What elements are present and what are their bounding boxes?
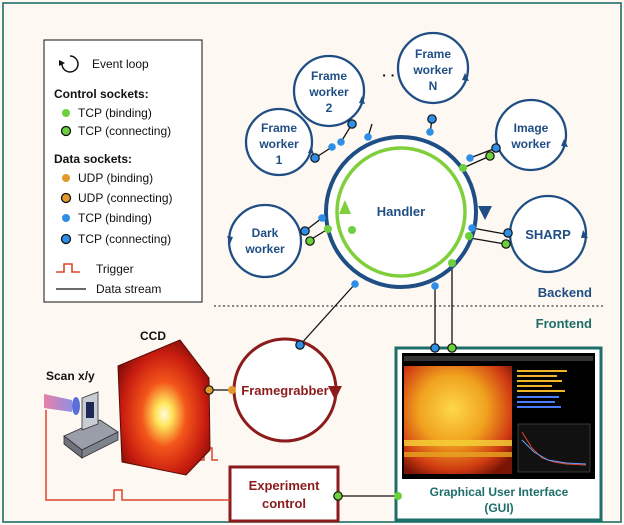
socket-dot (394, 492, 402, 500)
socket-dot (310, 153, 320, 163)
dark-worker-node: Dark worker (227, 203, 303, 279)
legend-udp-binding-dot (62, 174, 70, 182)
socket-dot (305, 236, 315, 246)
socket-dot (465, 232, 473, 240)
socket-dot (347, 119, 357, 129)
backend-label: Backend (538, 285, 592, 300)
legend-box (43, 39, 203, 303)
socket-dot (431, 282, 439, 290)
frame-worker-1-label-a: Frame (261, 121, 297, 135)
gui-label-a: Graphical User Interface (430, 485, 569, 499)
frame-worker-2-label-a: Frame (311, 69, 347, 83)
legend-event-loop-label: Event loop (92, 57, 149, 71)
trigger-icon (56, 263, 80, 273)
legend-control-binding-dot (62, 109, 70, 117)
handler-label: Handler (377, 204, 425, 219)
socket-dot (337, 138, 345, 146)
lens-icon (72, 397, 80, 415)
framegrabber-label: Framegrabber (241, 383, 328, 398)
socket-dot (324, 225, 332, 233)
legend-data-stream-label: Data stream (96, 282, 161, 296)
socket-dot (351, 280, 359, 288)
event-loop-icon (59, 55, 79, 73)
legend-trigger-label: Trigger (96, 262, 134, 276)
socket-dot (364, 133, 372, 141)
handler-blue-arrow-icon (478, 206, 492, 220)
socket-dot (447, 343, 457, 353)
dark-worker-label-a: Dark (252, 226, 279, 240)
socket-dot (491, 143, 501, 153)
gui-label-b: (GUI) (484, 501, 513, 515)
socket-dot (300, 226, 310, 236)
ccd-detector: CCD (117, 329, 211, 476)
experiment-control-label-b: control (262, 496, 306, 511)
trigger-wire (45, 410, 230, 501)
image-worker-node: Image worker (494, 98, 568, 172)
frame-worker-1-node: Frame worker 1 (244, 107, 314, 177)
image-worker-label-b: worker (510, 137, 551, 151)
socket-dot (466, 154, 474, 162)
socket-dot (485, 151, 495, 161)
scan-stage: Scan x/y (44, 369, 119, 459)
socket-dot (503, 228, 513, 238)
legend-udp-binding-label: UDP (binding) (78, 171, 153, 185)
frame-worker-n-label-a: Frame (415, 47, 451, 61)
socket-dot (204, 385, 214, 395)
legend-tcp-connecting-dot (60, 233, 72, 245)
experiment-control-node: Experiment control (228, 465, 340, 523)
socket-dot (501, 239, 511, 249)
socket-dot (318, 214, 326, 222)
frame-worker-1-label-c: 1 (276, 153, 283, 167)
frame-worker-2-label-b: worker (308, 85, 349, 99)
frame-worker-n-label-c: N (429, 79, 438, 93)
socket-dot (295, 340, 305, 350)
framegrabber-node: Framegrabber (232, 337, 342, 443)
framegrabber-arrow-icon (328, 386, 342, 400)
xray-beam (44, 394, 72, 412)
legend-udp-connecting-dot (60, 192, 72, 204)
legend-control-title: Control sockets: (54, 87, 149, 101)
frame-worker-n-label-b: worker (412, 63, 453, 77)
socket-dot (333, 491, 343, 501)
frame-worker-2-node: Frame worker 2 (292, 54, 366, 128)
image-worker-label-a: Image (514, 121, 549, 135)
sharp-node: SHARP (508, 194, 588, 274)
socket-dot (430, 343, 440, 353)
legend-control-connecting-label: TCP (connecting) (78, 124, 171, 138)
socket-dot (348, 226, 356, 234)
gui-node: Graphical User Interface (GUI) (394, 346, 603, 522)
handler-node: Handler (324, 135, 492, 289)
frontend-label: Frontend (536, 316, 592, 331)
experiment-control-label-a: Experiment (249, 478, 320, 493)
frame-worker-n-node: Frame worker N (396, 31, 470, 105)
legend-control-connecting-dot (60, 125, 72, 137)
sharp-label: SHARP (525, 227, 571, 242)
socket-dots (204, 114, 513, 501)
legend-tcp-binding-label: TCP (binding) (78, 211, 152, 225)
frame-worker-1-label-b: worker (258, 137, 299, 151)
socket-dot (448, 259, 456, 267)
socket-dot (427, 114, 437, 124)
handler-green-arrow-icon (339, 200, 351, 214)
legend-tcp-binding-dot (62, 214, 70, 222)
ccd-label: CCD (140, 329, 166, 343)
legend-udp-connecting-label: UDP (connecting) (78, 191, 173, 205)
socket-dot (328, 143, 336, 151)
scan-label: Scan x/y (46, 369, 95, 383)
dark-worker-label-b: worker (244, 242, 285, 256)
frame-worker-2-label-c: 2 (326, 101, 333, 115)
legend-control-binding-label: TCP (binding) (78, 106, 152, 120)
legend-data-title: Data sockets: (54, 152, 132, 166)
gui-image-panel (404, 366, 512, 474)
socket-dot (459, 164, 467, 172)
legend-tcp-connecting-label: TCP (connecting) (78, 232, 171, 246)
socket-dot (468, 224, 476, 232)
legend: Event loop Control sockets: TCP (binding… (43, 39, 203, 303)
socket-dot (228, 386, 236, 394)
socket-dot (426, 128, 434, 136)
